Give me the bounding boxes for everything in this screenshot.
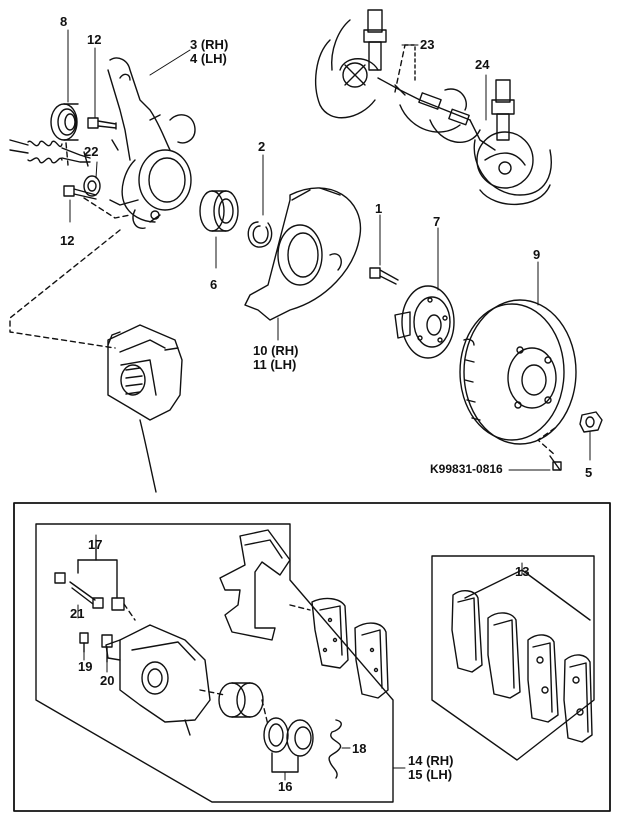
dashed-guides [9, 44, 556, 456]
label-part-12-bottom: 12 [60, 233, 75, 248]
dust-shield [244, 187, 362, 321]
label-part-5: 5 [585, 465, 593, 480]
label-part-1: 1 [375, 201, 383, 216]
caliper-kit-frame [35, 523, 394, 803]
bolt-1 [369, 267, 399, 285]
label-part-22: 22 [84, 144, 99, 159]
label-part-3: 3 (RH) [190, 37, 229, 52]
label-part-12-top: 12 [87, 32, 102, 47]
label-part-21: 21 [70, 606, 85, 621]
bolt-12-bottom [63, 185, 97, 200]
label-part-6: 6 [210, 277, 218, 292]
part-18-spring [328, 719, 342, 779]
label-part-23: 23 [420, 37, 435, 52]
bleeder-19-20 [79, 632, 113, 663]
caliper-top [107, 324, 183, 493]
part-5-nut [579, 411, 603, 433]
diagram-code: K99831-0816 [430, 462, 503, 476]
label-part-8: 8 [60, 14, 68, 29]
caliper-bottom [105, 624, 211, 736]
screw [549, 455, 562, 471]
label-part-18: 18 [352, 741, 367, 756]
pads-kit-small [311, 597, 389, 699]
label-part-19: 19 [78, 659, 93, 674]
part-8-seal [50, 103, 79, 141]
part-16-seals [263, 717, 314, 773]
label-part-9: 9 [533, 247, 541, 262]
caliper-bracket [219, 529, 291, 641]
label-part-16: 16 [278, 779, 293, 794]
pad-kit-frame [431, 555, 595, 761]
pads-set-13 [451, 569, 593, 743]
part-6-bearing [199, 190, 239, 232]
bottom-frame [13, 502, 611, 812]
label-part-13: 13 [515, 564, 530, 579]
part-9-disc [459, 299, 577, 445]
label-part-20: 20 [100, 673, 115, 688]
label-part-24: 24 [475, 57, 490, 72]
part-7-hub [394, 285, 455, 359]
piston [218, 682, 264, 718]
drive-shaft [9, 139, 91, 167]
label-part-2: 2 [258, 139, 266, 154]
part-2-snapring [247, 221, 273, 248]
steering-knuckle [107, 57, 196, 229]
label-part-10: 10 (RH) [253, 343, 299, 358]
label-part-4: 4 (LH) [190, 51, 227, 66]
dashed-guides-bottom [123, 603, 311, 726]
bolt-12-top [87, 117, 117, 130]
label-part-11: 11 (LH) [253, 357, 297, 372]
label-part-14: 14 (RH) [408, 753, 454, 768]
label-part-7: 7 [433, 214, 441, 229]
part-22-washer [83, 175, 101, 197]
leader-lines [67, 29, 591, 781]
label-part-17: 17 [88, 537, 103, 552]
label-part-15: 15 (LH) [408, 767, 453, 782]
